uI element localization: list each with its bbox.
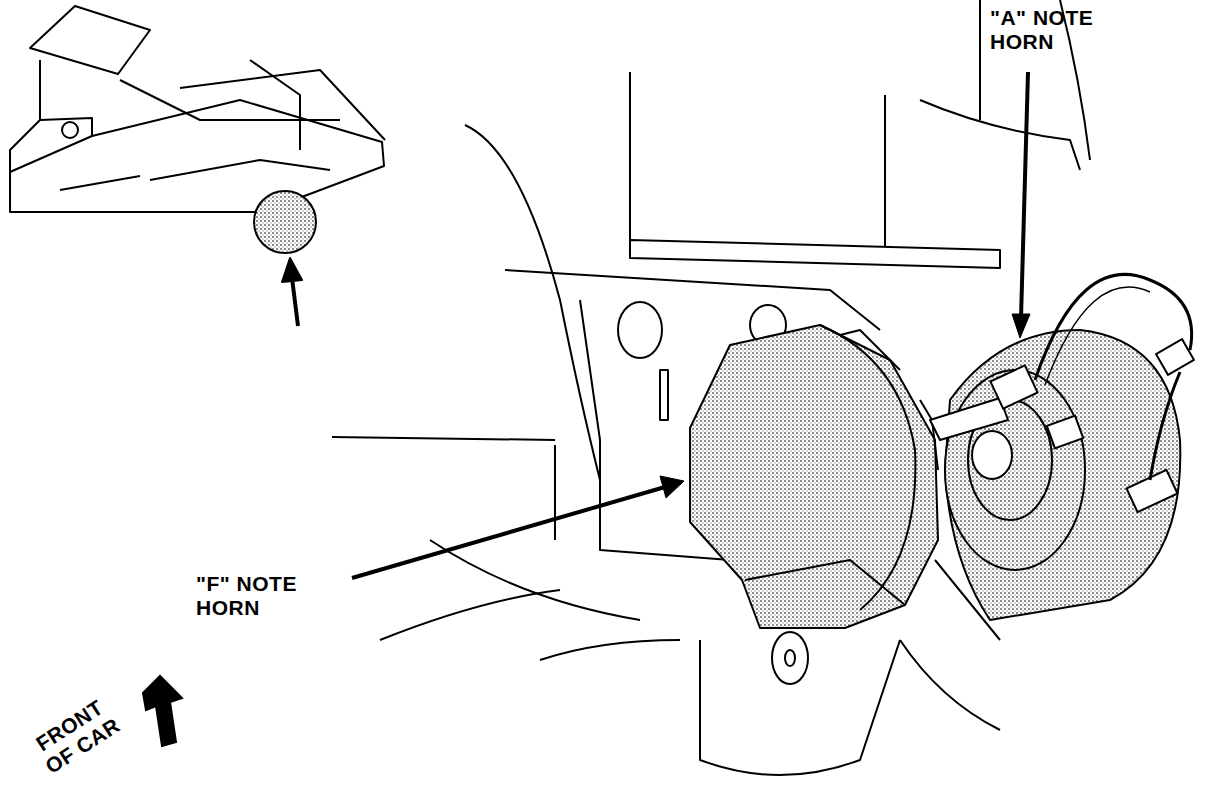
car-inset-part (39, 60, 41, 120)
a-note-horn-part (990, 365, 1037, 408)
a-note-horn (930, 274, 1194, 620)
body-structure (332, 0, 1090, 775)
a-note-horn-part (1045, 287, 1150, 385)
a-note-horn-part (945, 330, 1180, 620)
a-note-horn-part (1047, 416, 1083, 449)
f-note-horn-part (820, 325, 915, 610)
body-structure-part (979, 0, 981, 120)
leader-arrows-part (1012, 314, 1030, 338)
body-structure-part (660, 370, 668, 420)
car-inset-part (60, 176, 140, 190)
car-inset-part (282, 258, 302, 282)
body-structure-part (505, 270, 880, 330)
f-note-horn-part (745, 560, 905, 605)
leader-arrows-part (1021, 72, 1028, 318)
a-note-horn-part (930, 398, 1008, 440)
part-label: "A" NOTE HORN (990, 6, 1102, 53)
car-inset-part (292, 278, 298, 326)
body-structure-part (700, 640, 900, 775)
a-note-horn-part (972, 431, 1012, 479)
body-structure-part (920, 100, 1080, 170)
body-structure-part (430, 540, 640, 620)
car-inset-part (120, 80, 340, 120)
f-note-horn (690, 325, 938, 628)
part-label: "F" NOTE HORN (196, 572, 308, 619)
car-inset-part (254, 191, 316, 253)
car-inset-part (180, 70, 385, 140)
body-structure-part (884, 95, 886, 262)
car-inset-part (62, 122, 78, 138)
body-structure-part (618, 302, 662, 358)
body-structure-part (785, 650, 795, 666)
car-inset (10, 6, 385, 326)
front-arrow (143, 676, 182, 746)
front-arrow-part (143, 676, 182, 746)
direction-label: FRONT OF CAR (25, 691, 128, 781)
car-inset-part (30, 6, 150, 74)
body-structure-part (630, 240, 1000, 268)
leader-arrows (352, 72, 1030, 578)
body-structure-part (554, 445, 556, 540)
body-structure-part (772, 632, 808, 684)
body-structure-part (380, 590, 560, 640)
leader-arrows-part (660, 476, 684, 498)
leader-arrows-part (352, 487, 665, 578)
car-inset-part (10, 100, 384, 212)
f-note-horn-part (840, 330, 900, 370)
body-structure-part (540, 640, 680, 660)
car-inset-part (250, 60, 300, 150)
body-structure-part (629, 72, 631, 245)
f-note-horn-part (920, 400, 938, 470)
a-note-horn-part (1150, 372, 1180, 480)
body-structure-part (332, 437, 555, 440)
car-inset-part (150, 160, 330, 180)
f-note-horn-part (690, 325, 938, 628)
a-note-horn-part (1156, 339, 1194, 375)
car-inset-part (10, 118, 92, 172)
body-structure-part (900, 640, 1000, 730)
